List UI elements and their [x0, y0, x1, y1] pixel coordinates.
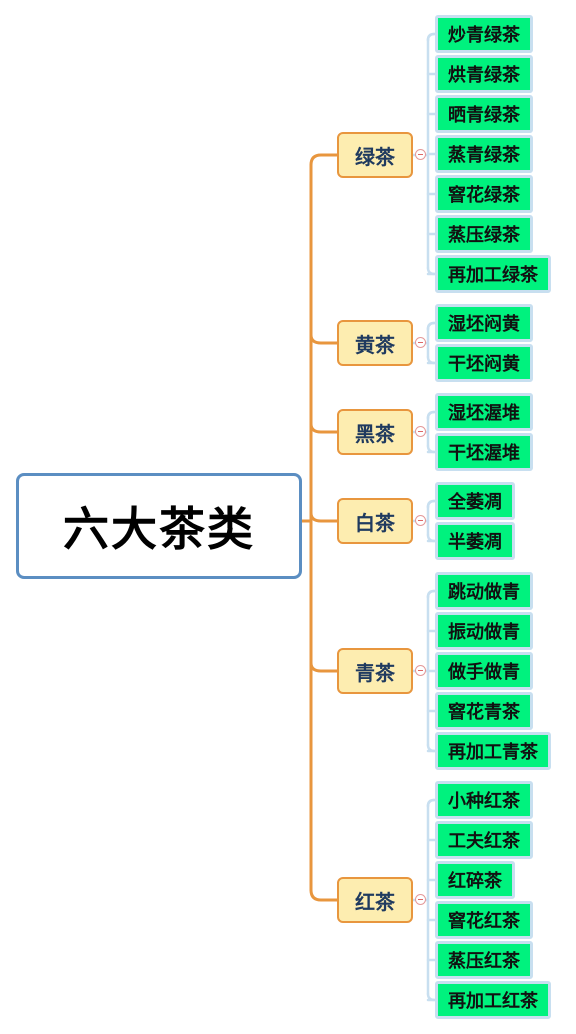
black-tea-leaf-connector [426, 798, 437, 808]
green-tea-connector [309, 153, 339, 167]
oolong-tea-leaf-connector [426, 743, 437, 753]
green-tea-leaf-connector [426, 266, 437, 276]
dark-tea-leaf-connector [426, 444, 437, 454]
leaf-yellow-tea-2[interactable]: 干坯闷黄 [435, 344, 533, 382]
dark-tea-leaf-connector [426, 410, 437, 420]
leaf-black-tea-1[interactable]: 小种红茶 [435, 781, 533, 819]
leaf-white-tea-2[interactable]: 半萎凋 [435, 522, 515, 560]
leaf-black-tea-3[interactable]: 红碎茶 [435, 861, 515, 899]
green-tea-leaf-connector [426, 32, 437, 42]
collapse-toggle-icon[interactable] [415, 665, 426, 676]
yellow-tea-leaf-connector [426, 355, 437, 365]
leaf-green-tea-5[interactable]: 窨花绿茶 [435, 175, 533, 213]
leaf-black-tea-6[interactable]: 再加工红茶 [435, 981, 551, 1019]
branch-oolong-tea[interactable]: 青茶 [337, 648, 413, 694]
black-tea-connector [309, 888, 339, 902]
leaf-black-tea-5[interactable]: 蒸压红茶 [435, 941, 533, 979]
white-tea-leaf-connector [426, 499, 437, 509]
leaf-green-tea-4[interactable]: 蒸青绿茶 [435, 135, 533, 173]
leaf-green-tea-7[interactable]: 再加工绿茶 [435, 255, 551, 293]
root-node[interactable]: 六大茶类 [16, 473, 302, 579]
collapse-toggle-icon[interactable] [415, 894, 426, 905]
collapse-toggle-icon[interactable] [415, 337, 426, 348]
leaf-oolong-tea-1[interactable]: 跳动做青 [435, 572, 533, 610]
branch-white-tea[interactable]: 白茶 [337, 498, 413, 544]
leaf-oolong-tea-4[interactable]: 窨花青茶 [435, 692, 533, 730]
white-tea-connector [309, 511, 339, 523]
leaf-green-tea-6[interactable]: 蒸压绿茶 [435, 215, 533, 253]
branch-green-tea[interactable]: 绿茶 [337, 132, 413, 178]
branch-dark-tea[interactable]: 黑茶 [337, 409, 413, 455]
leaf-black-tea-2[interactable]: 工夫红茶 [435, 821, 533, 859]
leaf-green-tea-2[interactable]: 烘青绿茶 [435, 55, 533, 93]
collapse-toggle-icon[interactable] [415, 515, 426, 526]
branch-black-tea[interactable]: 红茶 [337, 877, 413, 923]
leaf-yellow-tea-1[interactable]: 湿坯闷黄 [435, 304, 533, 342]
leaf-black-tea-4[interactable]: 窨花红茶 [435, 901, 533, 939]
leaf-oolong-tea-5[interactable]: 再加工青茶 [435, 732, 551, 770]
oolong-tea-connector [309, 661, 339, 673]
black-tea-leaf-connector [426, 992, 437, 1002]
collapse-toggle-icon[interactable] [415, 149, 426, 160]
dark-tea-connector [309, 422, 339, 434]
collapse-toggle-icon[interactable] [415, 426, 426, 437]
yellow-tea-connector [309, 333, 339, 345]
leaf-oolong-tea-3[interactable]: 做手做青 [435, 652, 533, 690]
yellow-tea-leaf-connector [426, 321, 437, 331]
oolong-tea-leaf-connector [426, 589, 437, 599]
branch-yellow-tea[interactable]: 黄茶 [337, 320, 413, 366]
leaf-white-tea-1[interactable]: 全萎凋 [435, 482, 515, 520]
leaf-dark-tea-2[interactable]: 干坯渥堆 [435, 433, 533, 471]
leaf-dark-tea-1[interactable]: 湿坯渥堆 [435, 393, 533, 431]
white-tea-leaf-connector [426, 533, 437, 543]
leaf-oolong-tea-2[interactable]: 振动做青 [435, 612, 533, 650]
leaf-green-tea-3[interactable]: 晒青绿茶 [435, 95, 533, 133]
leaf-green-tea-1[interactable]: 炒青绿茶 [435, 15, 533, 53]
